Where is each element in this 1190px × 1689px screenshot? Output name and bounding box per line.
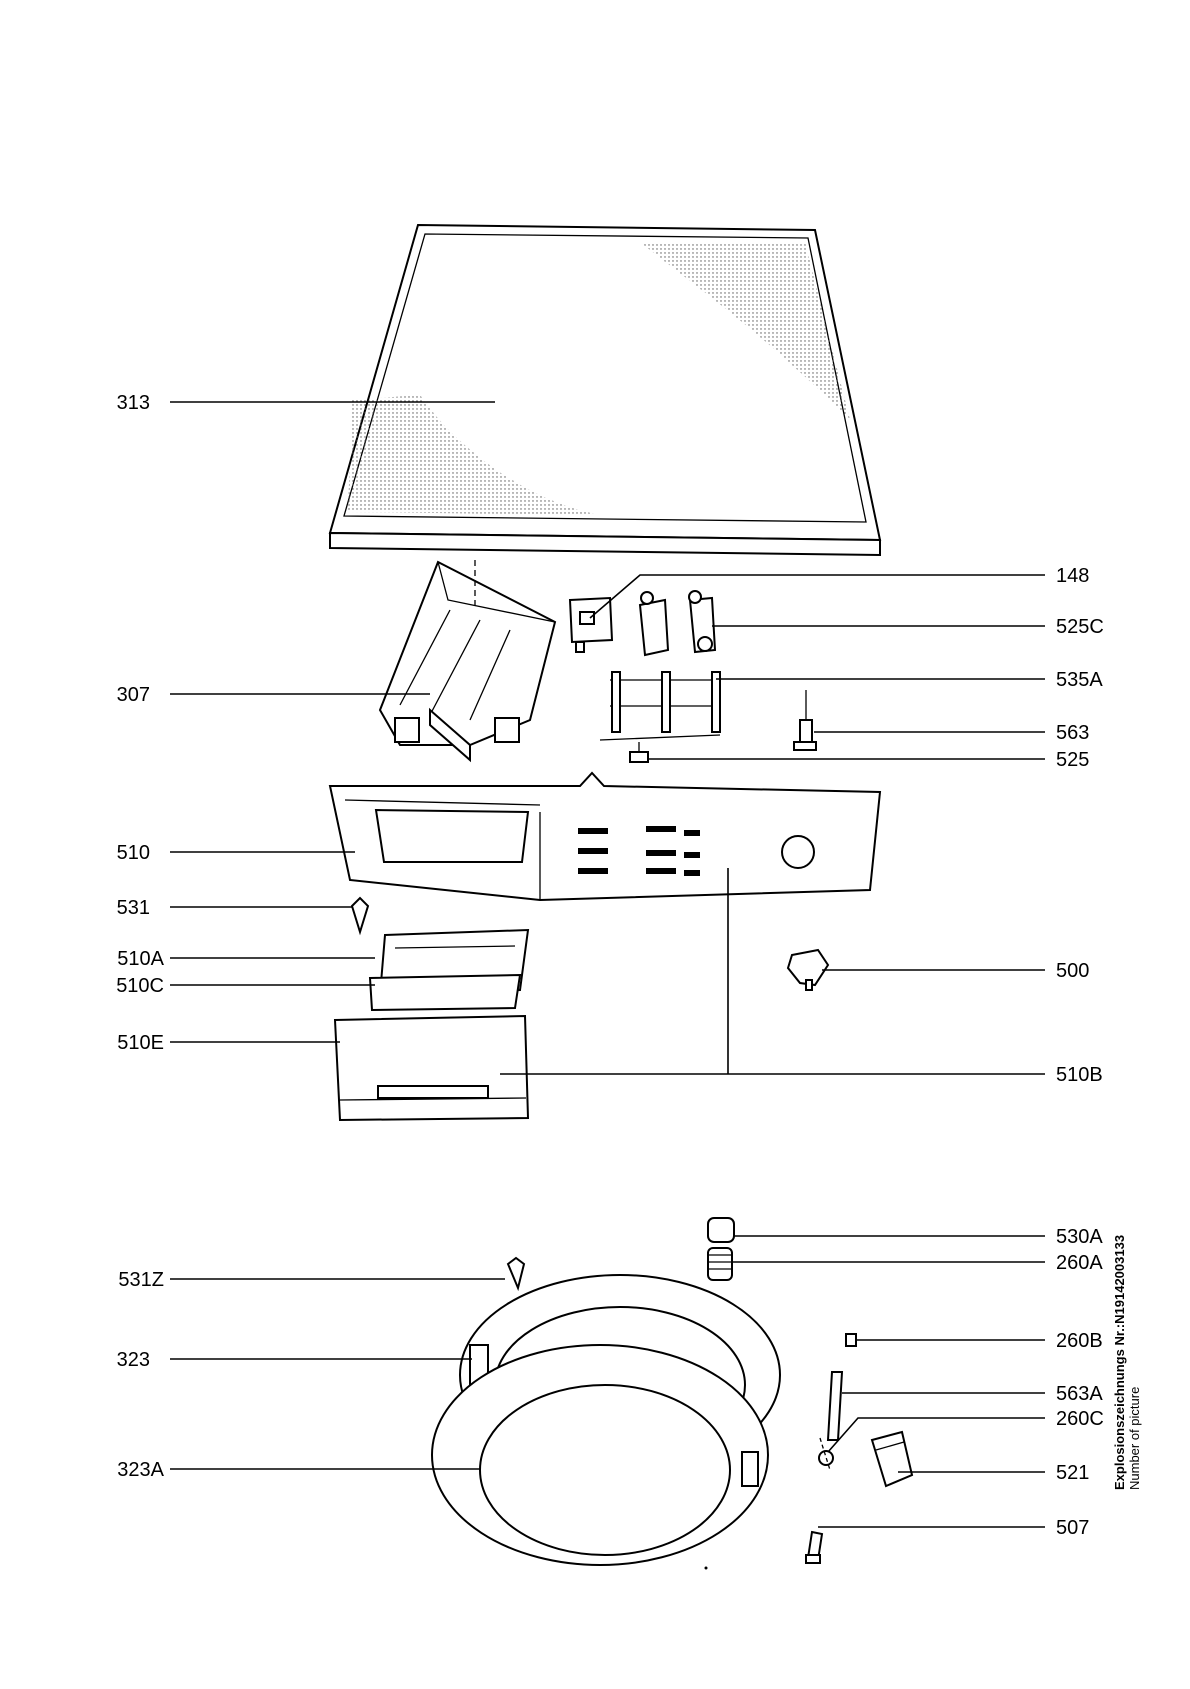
part-knob-500 xyxy=(786,948,830,991)
label-510B: 510B xyxy=(1056,1064,1103,1086)
drawing-number-caption: Explosionszeichnungs Nr.:N19142003133 Nu… xyxy=(1112,1235,1142,1490)
leader-lines xyxy=(170,401,1045,1528)
part-door-ring-323A xyxy=(431,1344,769,1566)
part-525C xyxy=(638,590,717,657)
label-323: 323 xyxy=(116,1349,150,1371)
part-detergent-drawer xyxy=(378,560,557,763)
label-510: 510 xyxy=(116,842,150,864)
part-507 xyxy=(805,1530,824,1564)
part-spring-260A xyxy=(707,1247,733,1281)
part-screw-531 xyxy=(350,896,370,936)
label-500: 500 xyxy=(1056,960,1090,982)
stray-dot xyxy=(704,1566,708,1570)
label-510A: 510A xyxy=(117,948,164,970)
part-screw-531Z xyxy=(506,1256,526,1292)
part-worktop xyxy=(328,223,882,557)
label-307: 307 xyxy=(116,684,150,706)
label-510C: 510C xyxy=(116,975,164,997)
part-260C xyxy=(818,1437,834,1471)
label-563A: 563A xyxy=(1056,1383,1103,1405)
label-531Z: 531Z xyxy=(118,1269,164,1291)
label-525: 525 xyxy=(1056,749,1090,771)
part-563 xyxy=(793,690,817,751)
label-260A: 260A xyxy=(1056,1252,1103,1274)
part-510E xyxy=(333,1014,530,1122)
label-148: 148 xyxy=(1056,565,1090,587)
label-260B: 260B xyxy=(1056,1330,1103,1352)
label-510E: 510E xyxy=(117,1032,164,1054)
part-530A xyxy=(707,1217,735,1243)
part-control-panel xyxy=(328,771,882,902)
label-313: 313 xyxy=(116,392,150,414)
part-handle-521 xyxy=(870,1430,914,1488)
part-148 xyxy=(568,596,614,653)
label-507: 507 xyxy=(1056,1517,1090,1539)
part-535A xyxy=(599,671,721,741)
caption-number-of-picture: Number of picture xyxy=(1127,1386,1142,1490)
label-260C: 260C xyxy=(1056,1408,1104,1430)
label-531: 531 xyxy=(116,897,150,919)
caption-drawing-number: Explosionszeichnungs Nr.:N19142003133 xyxy=(1112,1234,1127,1490)
part-525 xyxy=(629,742,649,763)
part-563A xyxy=(826,1371,844,1441)
part-260B xyxy=(845,1333,857,1347)
label-521: 521 xyxy=(1056,1462,1090,1484)
label-563: 563 xyxy=(1056,722,1090,744)
label-530A: 530A xyxy=(1056,1226,1103,1248)
label-535A: 535A xyxy=(1056,669,1103,691)
label-323A: 323A xyxy=(117,1459,164,1481)
part-510A xyxy=(368,928,530,1012)
label-525C: 525C xyxy=(1056,616,1104,638)
